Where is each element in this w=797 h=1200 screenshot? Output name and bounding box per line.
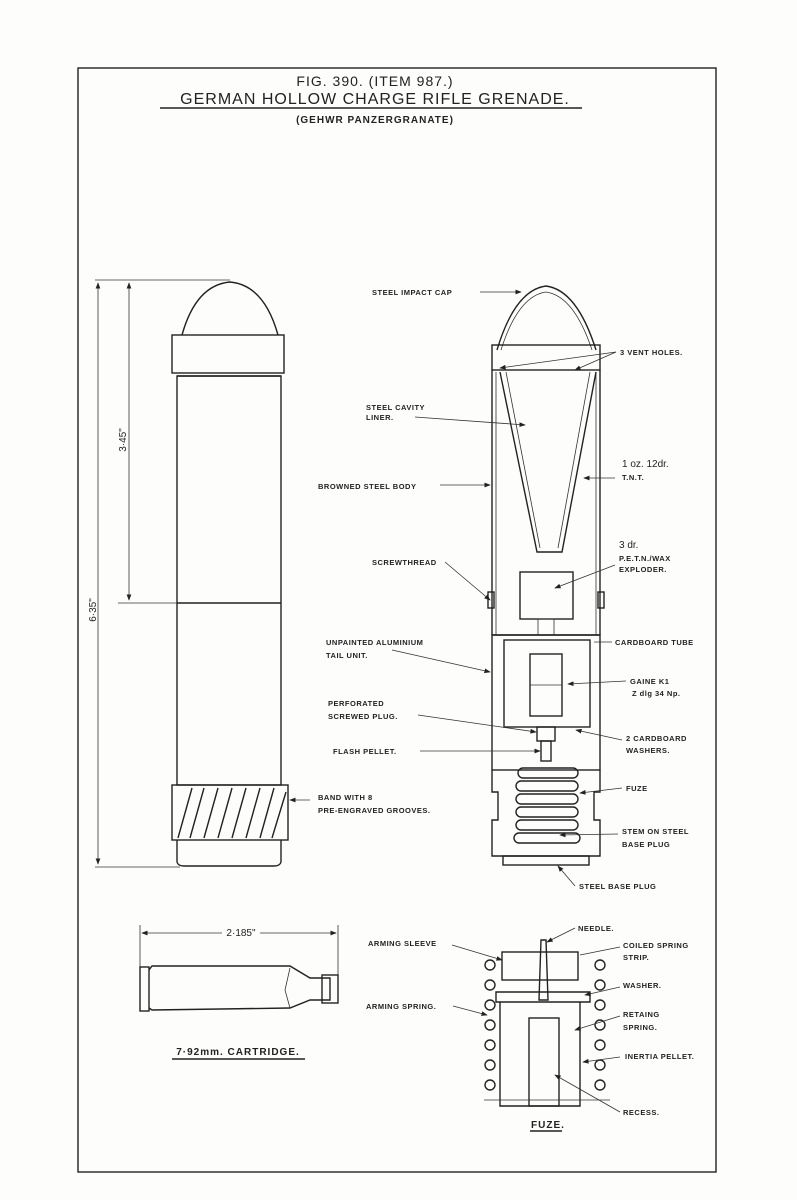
overall-length-dimension: 6·35" bbox=[88, 598, 99, 622]
tail-unit bbox=[491, 634, 601, 771]
fuze-detail-labels: NEEDLE. ARMING SLEEVE COILED SPRING STRI… bbox=[366, 924, 694, 1132]
label-flash-pellet: FLASH PELLET. bbox=[333, 747, 397, 756]
label-retaining-spring-2: SPRING. bbox=[623, 1023, 657, 1032]
section-labels: STEEL IMPACT CAP 3 VENT HOLES. STEEL CAV… bbox=[318, 288, 694, 891]
title-block: FIG. 390. (ITEM 987.) GERMAN HOLLOW CHAR… bbox=[160, 73, 582, 126]
label-impact-cap: STEEL IMPACT CAP bbox=[372, 288, 452, 297]
label-washers-2: WASHERS. bbox=[626, 746, 670, 755]
label-vent-holes: 3 VENT HOLES. bbox=[620, 348, 683, 357]
grenade-external-view: 6·35" 3·45" BAND WITH 8 PRE-ENGRAVED GRO… bbox=[88, 279, 430, 868]
label-screwed-plug-2: SCREWED PLUG. bbox=[328, 712, 398, 721]
label-inertia-pellet: INERTIA PELLET. bbox=[625, 1052, 694, 1061]
sheet-border bbox=[77, 67, 717, 1173]
cartridge-length-dimension: 2·185" bbox=[226, 928, 256, 939]
label-recess: RECESS. bbox=[623, 1108, 659, 1117]
label-band: BAND WITH 8 bbox=[318, 793, 373, 802]
cartridge-caption: 7·92mm. CARTRIDGE. bbox=[176, 1047, 300, 1058]
label-exploder: 3 dr. bbox=[619, 540, 638, 551]
figure-number: FIG. 390. (ITEM 987.) bbox=[296, 73, 453, 89]
needle bbox=[538, 939, 549, 1001]
fuze-detail-drawing bbox=[484, 939, 610, 1107]
base-plug bbox=[502, 855, 590, 866]
exploder bbox=[519, 571, 574, 620]
cartridge-drawing: 2·185" 7·92mm. CARTRIDGE. bbox=[139, 925, 339, 1060]
label-arming-sleeve: ARMING SLEEVE bbox=[368, 939, 437, 948]
figure-title: GERMAN HOLLOW CHARGE RIFLE GRENADE. bbox=[180, 91, 570, 108]
inertia-pellet bbox=[528, 1017, 560, 1107]
flash-pellet bbox=[540, 740, 552, 762]
label-exploder-3: EXPLODER. bbox=[619, 565, 667, 574]
label-needle: NEEDLE. bbox=[578, 924, 614, 933]
label-coiled-strip: COILED SPRING bbox=[623, 941, 689, 950]
label-gaine-2: Z dlg 34 Np. bbox=[632, 689, 681, 698]
cavity-liner bbox=[499, 371, 597, 553]
label-tnt-2: T.N.T. bbox=[622, 473, 644, 482]
label-stem-2: BASE PLUG bbox=[622, 840, 670, 849]
label-screwed-plug: PERFORATED bbox=[328, 699, 384, 708]
label-retaining-spring: RETAING bbox=[623, 1010, 660, 1019]
driving-band bbox=[171, 784, 289, 841]
label-gaine: GAINE K1 bbox=[630, 677, 669, 686]
fuze-caption: FUZE. bbox=[531, 1120, 565, 1131]
label-stem: STEM ON STEEL bbox=[622, 827, 689, 836]
label-cardboard-tube: CARDBOARD TUBE bbox=[615, 638, 694, 647]
label-cavity-liner: STEEL CAVITY bbox=[366, 403, 425, 412]
fuze-spring bbox=[513, 767, 581, 844]
label-screwthread: SCREWTHREAD bbox=[372, 558, 437, 567]
label-band-2: PRE-ENGRAVED GROOVES. bbox=[318, 806, 430, 815]
figure-subtitle: (GEHWR PANZERGRANATE) bbox=[296, 115, 454, 126]
arming-spring bbox=[484, 959, 606, 1091]
label-tail-unit: UNPAINTED ALUMINIUM bbox=[326, 638, 423, 647]
label-washer: WASHER. bbox=[623, 981, 662, 990]
label-body: BROWNED STEEL BODY bbox=[318, 482, 416, 491]
label-tnt: 1 oz. 12dr. bbox=[622, 459, 669, 470]
label-washers: 2 CARDBOARD bbox=[626, 734, 687, 743]
head-length-dimension: 3·45" bbox=[118, 428, 129, 452]
label-cavity-liner-2: LINER. bbox=[366, 413, 394, 422]
label-fuze: FUZE bbox=[626, 784, 648, 793]
label-tail-unit-2: TAIL UNIT. bbox=[326, 651, 368, 660]
label-base-plug: STEEL BASE PLUG bbox=[579, 882, 656, 891]
grenade-section-view bbox=[487, 285, 605, 866]
label-exploder-2: P.E.T.N./WAX bbox=[619, 554, 671, 563]
label-arming-spring: ARMING SPRING. bbox=[366, 1002, 436, 1011]
label-coiled-strip-2: STRIP. bbox=[623, 953, 649, 962]
